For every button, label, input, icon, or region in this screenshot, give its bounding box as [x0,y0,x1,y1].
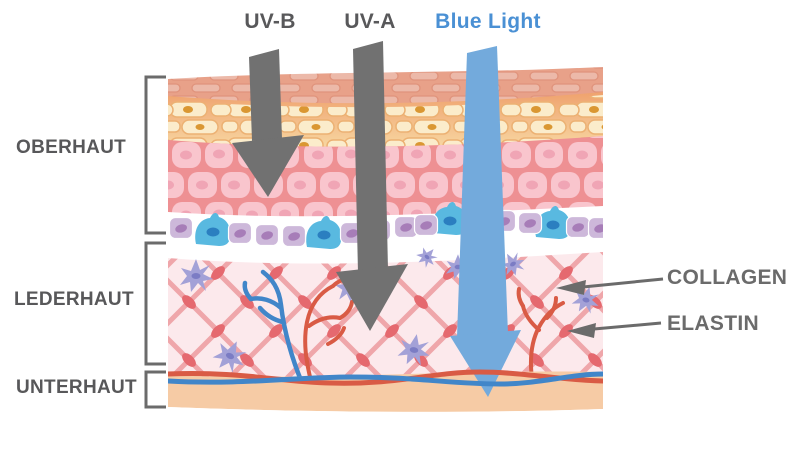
elastin-label: ELASTIN [667,312,759,335]
uvb-arrow [232,49,304,197]
collagen-leader-arrow [556,277,664,295]
unterhaut-bracket [144,370,166,409]
blood-vessels [168,369,603,387]
uva-arrow [336,41,408,331]
uvb-label: UV-B [244,10,296,33]
oberhaut-bracket [144,75,166,235]
lederhaut-label: LEDERHAUT [14,289,134,310]
lederhaut-bracket [144,241,166,366]
collagen-label: COLLAGEN [667,266,788,289]
unterhaut-label: UNTERHAUT [16,377,137,398]
capillary-tree-left [242,269,354,388]
oberhaut-label: OBERHAUT [16,137,127,158]
uva-label: UV-A [344,10,396,33]
capillary-tree-right [516,287,565,387]
blue-light-label: Blue Light [435,10,541,33]
blue-light-arrow [450,46,521,397]
layer-brackets [144,75,166,409]
elastin-leader-arrow [567,321,662,338]
